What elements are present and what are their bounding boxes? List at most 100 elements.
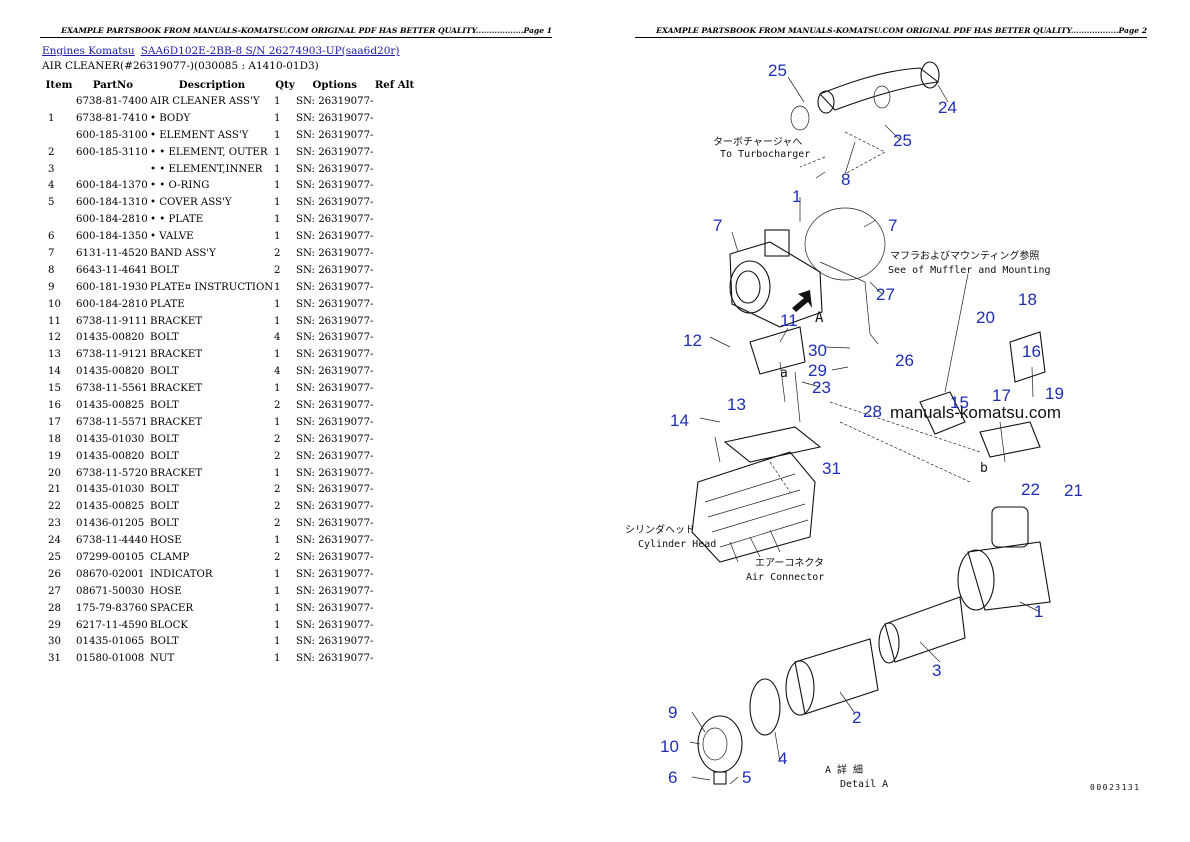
text-view-a: A bbox=[815, 310, 824, 326]
cell-qty: 2 bbox=[274, 450, 281, 462]
cell-item: 1 bbox=[48, 112, 55, 124]
cell-partno: 600-181-1930 bbox=[76, 281, 148, 293]
cell-partno: 01435-00820 bbox=[76, 450, 145, 462]
cell-item: 18 bbox=[48, 433, 61, 445]
cell-item: 23 bbox=[48, 518, 61, 530]
cell-qty: 1 bbox=[274, 146, 281, 158]
cell-item: 6 bbox=[48, 231, 55, 243]
callout-15: 15 bbox=[950, 393, 969, 412]
cell-item: 8 bbox=[48, 264, 55, 276]
cell-description: BOLT bbox=[150, 399, 179, 411]
callout-1-top: 1 bbox=[792, 187, 801, 206]
cell-options: SN: 26319077- bbox=[296, 619, 374, 631]
cell-ref-alt bbox=[374, 177, 416, 194]
table-header-row: Item PartNo Description Qty Options Ref … bbox=[42, 76, 416, 93]
cell-ref-alt bbox=[374, 110, 416, 127]
cell-partno: 07299-00105 bbox=[76, 551, 145, 563]
cell-partno: 6738-81-7400 bbox=[76, 95, 148, 107]
elements-drawing bbox=[749, 596, 966, 736]
cell-description: • BODY bbox=[150, 112, 191, 124]
breadcrumb: Engines Komatsu SAA6D102E-2BB-8 S/N 26274… bbox=[42, 45, 400, 57]
callout-25-right: 25 bbox=[893, 131, 912, 150]
cell-ref-alt bbox=[374, 279, 416, 296]
cell-partno: 01435-00825 bbox=[76, 501, 145, 513]
column-header-description: Description bbox=[178, 78, 246, 91]
cell-item: 31 bbox=[48, 653, 61, 665]
cell-qty: 2 bbox=[274, 247, 281, 259]
cell-options: SN: 26319077- bbox=[296, 298, 374, 310]
cell-options: SN: 26319077- bbox=[296, 366, 374, 378]
column-header-ref-alt: Ref Alt bbox=[374, 78, 415, 91]
cell-options: SN: 26319077- bbox=[296, 636, 374, 648]
bracket-assembly-drawing bbox=[714, 273, 1046, 493]
page-header-right: EXAMPLE PARTSBOOK FROM MANUALS-KOMATSU.C… bbox=[635, 25, 1147, 38]
callout-7-right: 7 bbox=[888, 216, 897, 235]
cell-options: SN: 26319077- bbox=[296, 247, 374, 259]
cell-partno: 600-184-2810 bbox=[76, 298, 148, 310]
text-air-connector-jp: エアーコネクタ bbox=[755, 557, 824, 569]
cell-description: HOSE bbox=[150, 585, 182, 597]
cell-item bbox=[42, 211, 76, 228]
cell-qty: 2 bbox=[274, 264, 281, 276]
hose-24-drawing bbox=[790, 61, 940, 175]
callout-8: 8 bbox=[841, 170, 850, 189]
cell-description: • • ELEMENT,INNER bbox=[150, 163, 263, 175]
callout-16: 16 bbox=[1022, 342, 1041, 361]
column-header-options: Options bbox=[312, 78, 357, 91]
callout-5: 5 bbox=[742, 768, 751, 787]
callout-7-left: 7 bbox=[713, 216, 722, 235]
cell-description: • • PLATE bbox=[150, 214, 204, 226]
cell-ref-alt bbox=[374, 634, 416, 651]
cell-ref-alt bbox=[374, 583, 416, 600]
cell-ref-alt bbox=[374, 650, 416, 667]
cell-qty: 1 bbox=[274, 315, 281, 327]
cell-item: 30 bbox=[48, 636, 61, 648]
cell-ref-alt bbox=[374, 617, 416, 634]
cell-partno: 6738-11-4440 bbox=[76, 535, 148, 547]
text-mark-b: b bbox=[980, 461, 988, 476]
cell-ref-alt bbox=[374, 414, 416, 431]
cell-description: INDICATOR bbox=[150, 568, 213, 580]
callout-13: 13 bbox=[727, 395, 746, 414]
callout-12: 12 bbox=[683, 331, 702, 350]
cell-item: 19 bbox=[48, 450, 61, 462]
breadcrumb-model-link[interactable]: SAA6D102E-2BB-8 S/N 26274903-UP(saa6d20r… bbox=[140, 45, 400, 57]
cell-options: SN: 26319077- bbox=[296, 129, 374, 141]
cell-ref-alt bbox=[374, 313, 416, 330]
cell-options: SN: 26319077- bbox=[296, 264, 374, 276]
parts-table: Item PartNo Description Qty Options Ref … bbox=[42, 76, 416, 667]
cell-qty: 1 bbox=[274, 383, 281, 395]
column-header-qty: Qty bbox=[275, 78, 295, 91]
cell-qty: 1 bbox=[274, 535, 281, 547]
cell-ref-alt bbox=[374, 549, 416, 566]
cell-item: 24 bbox=[48, 535, 61, 547]
cell-ref-alt bbox=[374, 262, 416, 279]
cell-description: BOLT bbox=[150, 450, 179, 462]
cell-ref-alt bbox=[374, 93, 416, 110]
cell-item: 12 bbox=[48, 332, 61, 344]
cell-partno: 01436-01205 bbox=[76, 518, 145, 530]
cell-partno: 6738-11-9121 bbox=[76, 349, 148, 361]
cell-options: SN: 26319077- bbox=[296, 484, 374, 496]
cell-item: 27 bbox=[48, 585, 61, 597]
callout-23: 23 bbox=[812, 378, 831, 397]
column-header-partno: PartNo bbox=[92, 78, 134, 91]
cell-qty: 1 bbox=[274, 197, 281, 209]
exploded-body-1-drawing bbox=[957, 506, 1051, 611]
cell-options: SN: 26319077- bbox=[296, 518, 374, 530]
breadcrumb-engines-link[interactable]: Engines Komatsu bbox=[42, 45, 135, 57]
callout-28: 28 bbox=[863, 402, 882, 421]
cell-description: BOLT bbox=[150, 264, 179, 276]
cell-item: 25 bbox=[48, 551, 61, 563]
cell-options: SN: 26319077- bbox=[296, 146, 374, 158]
cell-partno: 6738-11-5561 bbox=[76, 383, 148, 395]
